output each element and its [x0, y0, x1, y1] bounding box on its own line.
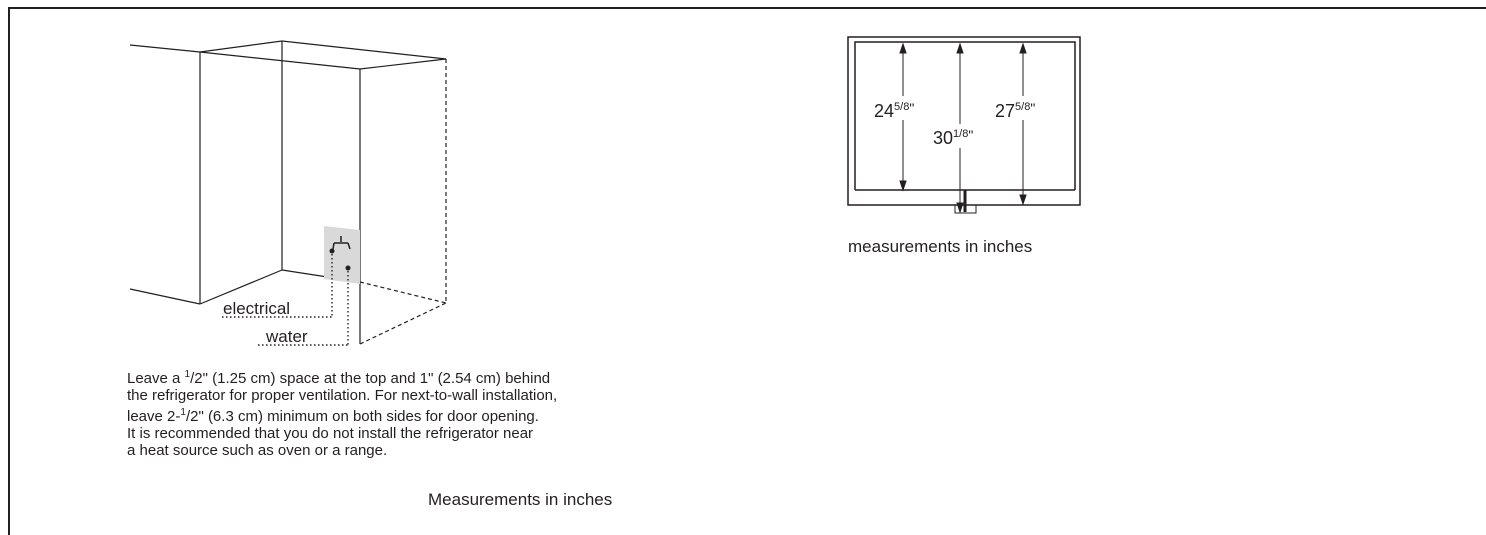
- water-valve-icon: [332, 236, 351, 250]
- instruction-line-1: Leave a 1/2" (1.25 cm) space at the top …: [127, 369, 551, 387]
- dimension-24-5-8-label: 245/8": [874, 100, 914, 121]
- instruction-line-2: the refrigerator for proper ventilation.…: [127, 387, 558, 404]
- dimension-27-5-8-label: 275/8": [995, 100, 1035, 121]
- instruction-line-3: leave 2-1/2" (6.3 cm) minimum on both si…: [127, 407, 539, 425]
- refrigerator-dimensions-diagram: 245/8" 301/8" 275/8": [847, 36, 1081, 214]
- electrical-outlet-point: [329, 248, 335, 254]
- dimension-30-1-8-label: 301/8": [933, 127, 973, 148]
- water-label: water: [265, 327, 308, 346]
- instruction-line-4: It is recommended that you do not instal…: [127, 425, 534, 442]
- frame-left-border: [8, 7, 10, 535]
- frame-top-border: [8, 7, 1486, 9]
- measurements-caption-left: Measurements in inches: [428, 490, 613, 509]
- electrical-label: electrical: [223, 299, 290, 318]
- water-outlet-point: [345, 265, 351, 271]
- instruction-line-5: a heat source such as oven or a range.: [127, 442, 388, 459]
- installation-instructions: Leave a 1/2" (1.25 cm) space at the top …: [127, 366, 687, 459]
- utility-area-shade: [324, 226, 360, 284]
- measurements-caption-right: measurements in inches: [848, 237, 1033, 256]
